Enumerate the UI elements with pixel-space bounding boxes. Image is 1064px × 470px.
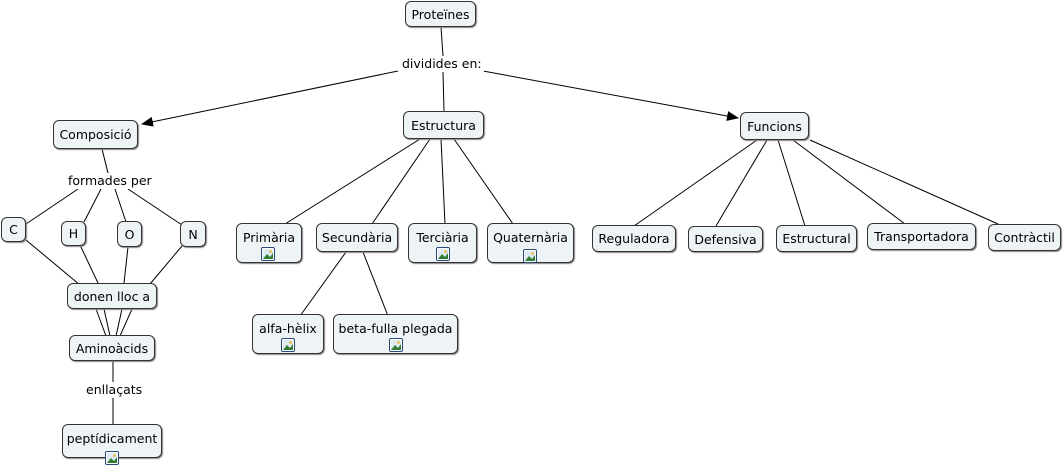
node-donen-lloc-a[interactable]: donen lloc a	[67, 283, 157, 309]
terciaria-image-icon[interactable]	[436, 247, 450, 261]
peptidicament-image-icon[interactable]	[105, 451, 119, 465]
node-proteines[interactable]: Proteïnes	[405, 1, 476, 27]
arrow-composicio	[141, 70, 399, 127]
node-reguladora[interactable]: Reguladora	[592, 225, 676, 252]
node-defensiva[interactable]: Defensiva	[688, 226, 763, 252]
node-contractil[interactable]: Contràctil	[988, 224, 1061, 251]
link-enllacats: enllaçats	[84, 382, 145, 398]
node-transportadora[interactable]: Transportadora	[867, 223, 976, 250]
node-secundaria[interactable]: Secundària	[316, 223, 398, 252]
node-composicio[interactable]: Composició	[53, 120, 138, 149]
node-alfa-helix[interactable]: alfa-hèlix	[252, 314, 324, 354]
node-n[interactable]: N	[180, 221, 206, 247]
node-estructural[interactable]: Estructural	[776, 225, 857, 252]
link-dividides-en: dividides en:	[400, 56, 484, 72]
alfa-helix-image-icon[interactable]	[281, 338, 295, 352]
node-o[interactable]: O	[117, 221, 142, 247]
quaternaria-image-icon[interactable]	[523, 249, 537, 263]
line-dividides-estructura	[442, 71, 445, 112]
arrow-funcions	[482, 70, 739, 121]
node-aminoacids[interactable]: Aminoàcids	[69, 335, 155, 361]
node-c[interactable]: C	[1, 217, 26, 242]
node-peptidicament[interactable]: peptídicament	[62, 424, 162, 458]
primaria-image-icon[interactable]	[261, 247, 275, 261]
line-proteines-dividides	[440, 26, 444, 57]
beta-fulla-image-icon[interactable]	[389, 338, 403, 352]
node-quaternaria[interactable]: Quaternària	[487, 223, 574, 263]
node-estructura[interactable]: Estructura	[403, 111, 484, 139]
node-h[interactable]: H	[61, 221, 86, 246]
node-funcions[interactable]: Funcions	[740, 112, 809, 140]
link-formades-per: formades per	[66, 173, 154, 189]
